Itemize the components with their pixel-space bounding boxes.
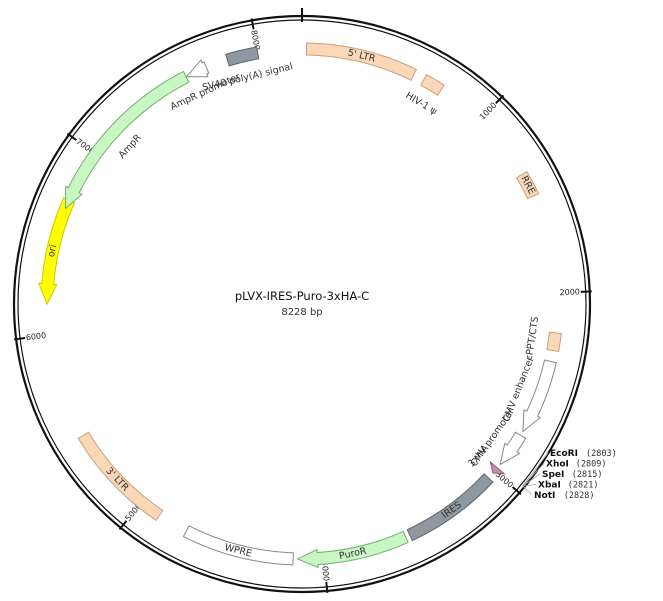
five-ltr-arrow[interactable] [305,42,418,81]
three-ltr-arrow[interactable] [77,431,164,522]
site-leader [522,485,533,496]
puror-feature[interactable]: PuroR [296,530,409,569]
site-position: (2809) [576,460,607,470]
sv40-polya-label: SV40 poly(A) signal [201,61,294,93]
cmv-enhancer-arrow[interactable] [522,359,557,433]
site-xbai[interactable]: XbaI [538,481,561,491]
plasmid-size: 8228 bp [281,307,322,318]
ori-feature[interactable]: ori [38,197,76,306]
five-ltr-feature[interactable]: 5' LTR [305,42,418,81]
tick-7000 [66,132,77,141]
site-leader [522,463,545,487]
tick-5000 [118,520,128,531]
cppt-cts-label: cPPT/CTS [524,316,541,361]
tick-4000 [325,581,329,593]
site-spei[interactable]: SpeI [542,470,564,480]
site-position: (2821) [568,481,599,491]
wpre-arrow[interactable] [182,525,294,566]
backbone-inner-circle [17,19,587,589]
tick-3000 [511,486,522,496]
cppt-cts-arrow[interactable] [546,331,562,353]
site-xhoi[interactable]: XhoI [546,460,569,470]
rre-feature[interactable]: RRE [515,170,540,200]
site-leader [522,473,541,487]
three-ltr-feature[interactable]: 3' LTR [77,431,164,522]
cppt-cts-feature[interactable]: cPPT/CTS [524,316,562,361]
rre-arrow[interactable] [515,170,540,200]
tick-8000 [250,18,255,30]
three-ltr-label: 3' LTR [103,466,131,494]
puror-arrow[interactable] [296,530,409,569]
site-noti[interactable]: NotI [534,491,555,501]
tick-label-6000: 6000 [25,331,46,342]
tick-6000 [14,337,26,341]
ampr-label: AmpR [117,132,145,161]
hiv1-psi-arrow[interactable] [420,73,445,96]
tick-1000 [495,94,505,104]
cmv-promoter-arrow[interactable] [499,431,527,466]
wpre-feature[interactable]: WPRE [182,525,294,566]
tick-label-2000: 2000 [559,287,580,297]
hiv1-psi-label: HIV-1 ψ [403,90,438,117]
sv40-polya-feature[interactable]: SV40 poly(A) signal [201,46,294,94]
ires-arrow[interactable] [406,473,494,542]
ampr-promoter-arrow[interactable] [185,59,210,78]
site-leader [522,452,549,487]
tick-label-4000: 4000 [320,560,331,581]
site-position: (2803) [586,449,617,459]
puror-label: PuroR [338,546,368,562]
plasmid-name: pLVX-IRES-Puro-3xHA-C [235,289,369,303]
restriction-sites: EcoRI (2803) XhoI (2809) SpeI (2815) XbaI (2821… [522,449,617,501]
backbone-outer-circle [12,14,592,594]
site-ecori[interactable]: EcoRI [550,449,578,459]
hiv1-psi-feature[interactable]: HIV-1 ψ [403,73,445,118]
ori-label: ori [46,244,59,258]
site-position: (2815) [572,470,603,480]
three-xha-arrow[interactable] [489,460,506,475]
tick-label-8000: 8000 [249,29,261,51]
sv40-polya-arrow[interactable] [225,46,260,67]
tick-label-1000: 1000 [478,101,499,122]
site-leader [522,484,537,487]
site-position: (2828) [564,491,595,501]
